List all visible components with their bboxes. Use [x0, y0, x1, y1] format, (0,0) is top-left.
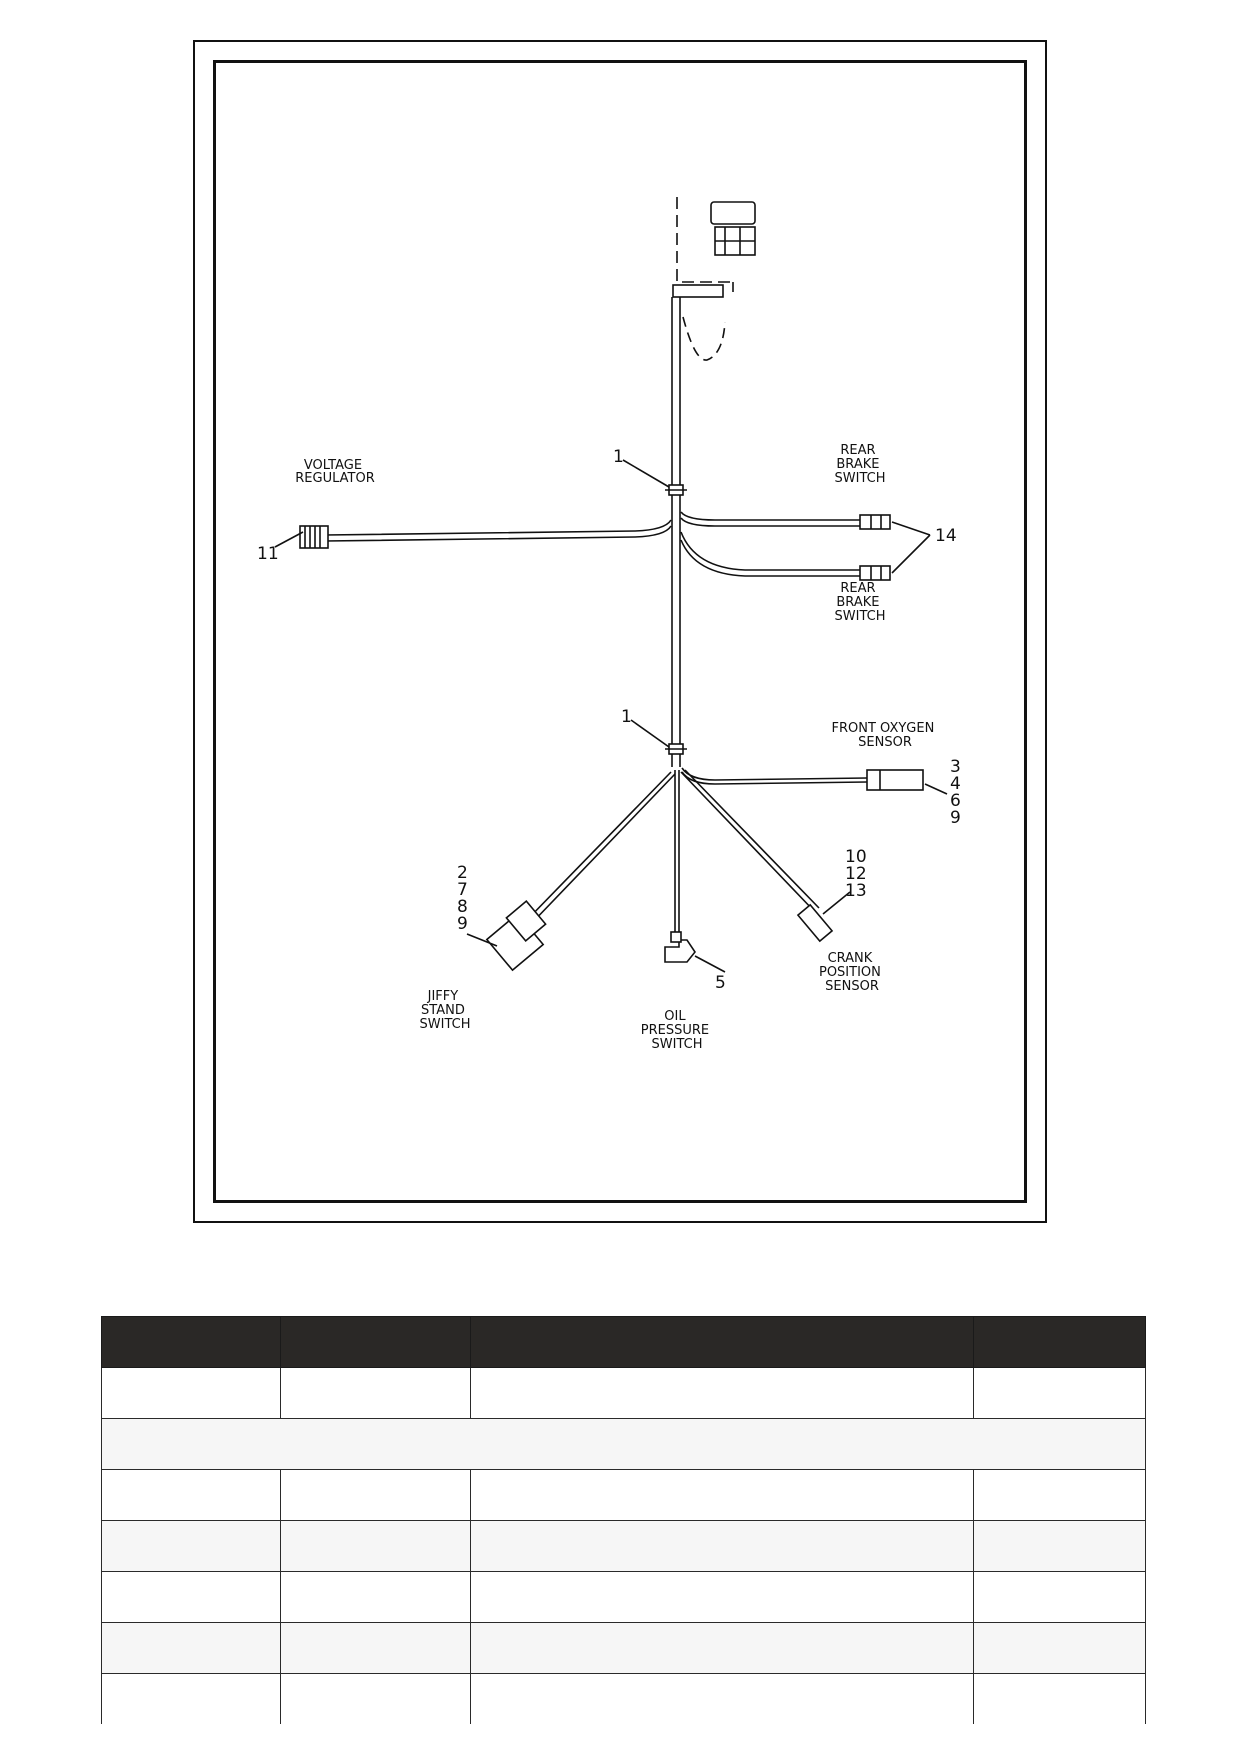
dashed-mount-line	[676, 197, 734, 292]
table-cell	[101, 1571, 281, 1623]
oil-pressure-switch	[664, 939, 696, 963]
table-header-cell	[470, 1316, 974, 1368]
label-crank-position-sensor: CRANK POSITION SENSOR	[819, 951, 885, 994]
callout-crank-position-sensor: 10 12 13	[845, 847, 872, 901]
label-voltage-regulator: VOLTAGE REGULATOR	[295, 458, 374, 486]
rear-brake-wire-bottom	[680, 531, 860, 577]
leader-rear-brake-top	[891, 521, 931, 536]
table-section-cell	[101, 1418, 1146, 1470]
leader-rear-brake-bottom	[891, 534, 931, 574]
label-oil-pressure-switch: OIL PRESSURE SWITCH	[641, 1009, 714, 1052]
table-cell	[280, 1673, 471, 1725]
table-cell	[973, 1673, 1146, 1725]
table-header-row	[101, 1316, 1146, 1368]
dashed-loop	[682, 316, 726, 361]
table-row	[101, 1520, 1146, 1572]
leader-clip-upper	[622, 459, 670, 488]
table-row	[101, 1469, 1146, 1521]
table-row	[101, 1622, 1146, 1674]
table-cell	[280, 1469, 471, 1521]
voltage-regulator-wire	[324, 519, 672, 542]
leader-oil-pressure	[694, 955, 726, 973]
callout-rear-brake-switch: 14	[935, 526, 957, 546]
oil-pressure-wire	[674, 770, 680, 932]
top-connector-cap	[710, 201, 756, 225]
table-cell	[280, 1367, 471, 1419]
table-cell	[101, 1469, 281, 1521]
wiring-harness-diagram: VOLTAGE REGULATOR REAR BRAKE SWITCH REAR…	[257, 197, 966, 1052]
table-cell	[973, 1520, 1146, 1572]
table-row	[101, 1571, 1146, 1623]
table-cell	[101, 1367, 281, 1419]
label-front-oxygen-sensor: FRONT OXYGEN SENSOR	[832, 721, 939, 750]
table-cell	[470, 1673, 974, 1725]
jiffy-stand-wire	[524, 771, 676, 927]
leader-voltage-regulator	[274, 531, 304, 548]
label-jiffy-stand-switch: JIFFY STAND SWITCH	[420, 989, 471, 1032]
callout-clip-lower: 1	[621, 707, 632, 727]
table-section-row	[101, 1418, 1146, 1470]
leader-clip-lower	[630, 719, 670, 748]
table-cell	[470, 1520, 974, 1572]
table-cell	[973, 1571, 1146, 1623]
leader-jiffy-stand	[466, 933, 498, 947]
diagram-inner-border	[213, 60, 1027, 1203]
harness-trunk	[671, 297, 681, 767]
rear-brake-connector-bottom	[859, 565, 891, 581]
front-oxygen-wire	[681, 767, 868, 785]
diagram-frame: VOLTAGE REGULATOR REAR BRAKE SWITCH REAR…	[193, 40, 1047, 1223]
table-cell	[280, 1520, 471, 1572]
table-cell	[470, 1622, 974, 1674]
table-cell	[101, 1520, 281, 1572]
table-cell	[470, 1469, 974, 1521]
leader-front-oxygen	[924, 783, 948, 795]
callout-voltage-regulator: 11	[257, 544, 279, 564]
voltage-regulator-connector	[299, 525, 329, 549]
table-cell	[470, 1367, 974, 1419]
rear-brake-connector-top	[859, 514, 891, 530]
callout-front-oxygen-sensor: 3 4 6 9	[950, 757, 966, 828]
page-bottom-edge	[0, 1724, 1239, 1754]
table-cell	[470, 1571, 974, 1623]
table-row	[101, 1673, 1146, 1725]
leader-crank-position	[822, 891, 851, 915]
parts-table	[101, 1316, 1146, 1725]
rear-brake-wire-top	[680, 511, 860, 527]
table-cell	[280, 1622, 471, 1674]
front-oxygen-connector	[866, 769, 924, 791]
table-cell	[101, 1673, 281, 1725]
label-rear-brake-switch-top: REAR BRAKE SWITCH	[835, 443, 886, 486]
label-rear-brake-switch-bottom: REAR BRAKE SWITCH	[835, 581, 886, 624]
table-header-cell	[973, 1316, 1146, 1368]
table-cell	[101, 1622, 281, 1674]
callout-jiffy-stand-switch: 2 7 8 9	[457, 863, 473, 934]
table-header-cell	[280, 1316, 471, 1368]
table-row	[101, 1367, 1146, 1419]
table-cell	[973, 1622, 1146, 1674]
table-cell	[280, 1571, 471, 1623]
table-cell	[973, 1469, 1146, 1521]
callout-oil-pressure-switch: 5	[715, 973, 726, 993]
table-cell	[973, 1367, 1146, 1419]
crank-position-wire	[680, 769, 820, 913]
crank-position-connector	[796, 903, 834, 943]
callout-clip-upper: 1	[613, 447, 624, 467]
table-header-cell	[101, 1316, 281, 1368]
